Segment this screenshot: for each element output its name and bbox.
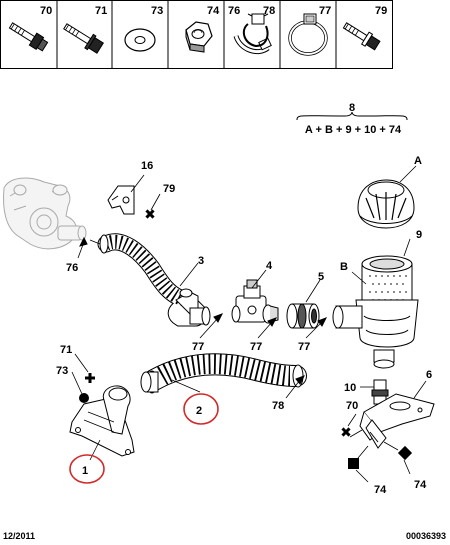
callout-70: 70 [346, 400, 358, 412]
nut-74-marker-right [383, 441, 413, 475]
header-ref-70: 70 [40, 5, 52, 17]
callout-2: 2 [196, 405, 202, 417]
callout-B: B [340, 261, 348, 273]
highlight-circle-1 [69, 454, 105, 484]
callout-9: 9 [416, 229, 422, 241]
footer-reference: 00036393 [405, 531, 446, 541]
callout-76: 76 [66, 262, 78, 274]
callout-3: 3 [198, 255, 204, 267]
intake-hose-3 [97, 233, 211, 327]
nut-74-marker-left [348, 445, 369, 483]
grommet-5 [286, 303, 320, 329]
callout-A: A [414, 155, 422, 167]
air-filter-housing-B [332, 255, 419, 369]
flange-bolt-icon [63, 23, 104, 54]
turbocharger [3, 177, 87, 250]
callout-74-a: 74 [374, 484, 387, 496]
header-ref-76: 76 [228, 5, 240, 17]
callout-79: 79 [163, 183, 175, 195]
callout-73: 73 [56, 365, 68, 377]
kit-group: 8 A + B + 9 + 10 + 74 [296, 102, 408, 136]
header-ref-74: 74 [207, 5, 220, 17]
callout-4: 4 [266, 260, 273, 272]
header-ref-73: 73 [151, 5, 163, 17]
header-ref-77: 77 [319, 5, 331, 17]
hex-nut-icon [185, 21, 213, 53]
footer-date: 12/2011 [3, 531, 36, 541]
connector-4 [231, 279, 279, 324]
leader-arrows [77, 236, 328, 461]
parts-header: 70 71 73 74 76 [0, 0, 393, 69]
kit-formula: A + B + 9 + 10 + 74 [305, 124, 402, 136]
screw-70-marker [341, 427, 351, 437]
callout-16: 16 [141, 160, 153, 172]
callout-1: 1 [82, 465, 88, 477]
header-ref-78: 78 [263, 5, 275, 17]
highlight-circle-2 [183, 393, 219, 425]
callout-78: 78 [272, 400, 284, 412]
header-ref-79: 79 [375, 5, 387, 17]
clamp-icon [242, 13, 269, 48]
intake-hose-2 [140, 353, 307, 394]
washer-icon [124, 28, 156, 52]
support-1 [69, 385, 135, 457]
bolt-icon [8, 22, 49, 52]
hose-clamp-icon [288, 13, 328, 56]
callout-71: 71 [60, 344, 72, 356]
screw-icon [342, 22, 381, 51]
callout-labels: 16 79 76 3 4 5 77 77 77 A 9 B 71 73 2 78… [56, 155, 432, 496]
bracket-16 [107, 185, 135, 215]
bracket-6 [359, 393, 435, 449]
kit-number: 8 [349, 102, 355, 114]
callout-77-b: 77 [250, 341, 262, 353]
callout-74-b: 74 [414, 479, 427, 491]
callout-77-a: 77 [192, 341, 204, 353]
callout-77-c: 77 [298, 341, 310, 353]
screw-79-marker [145, 209, 155, 219]
air-filter-cover-A [357, 179, 415, 229]
washer-73-marker [79, 393, 89, 403]
callout-6: 6 [426, 369, 432, 381]
callout-5: 5 [318, 271, 324, 283]
bolt-71-marker [85, 373, 95, 383]
header-ref-71: 71 [95, 5, 107, 17]
clip-icon [233, 35, 272, 54]
callout-10: 10 [344, 382, 356, 394]
